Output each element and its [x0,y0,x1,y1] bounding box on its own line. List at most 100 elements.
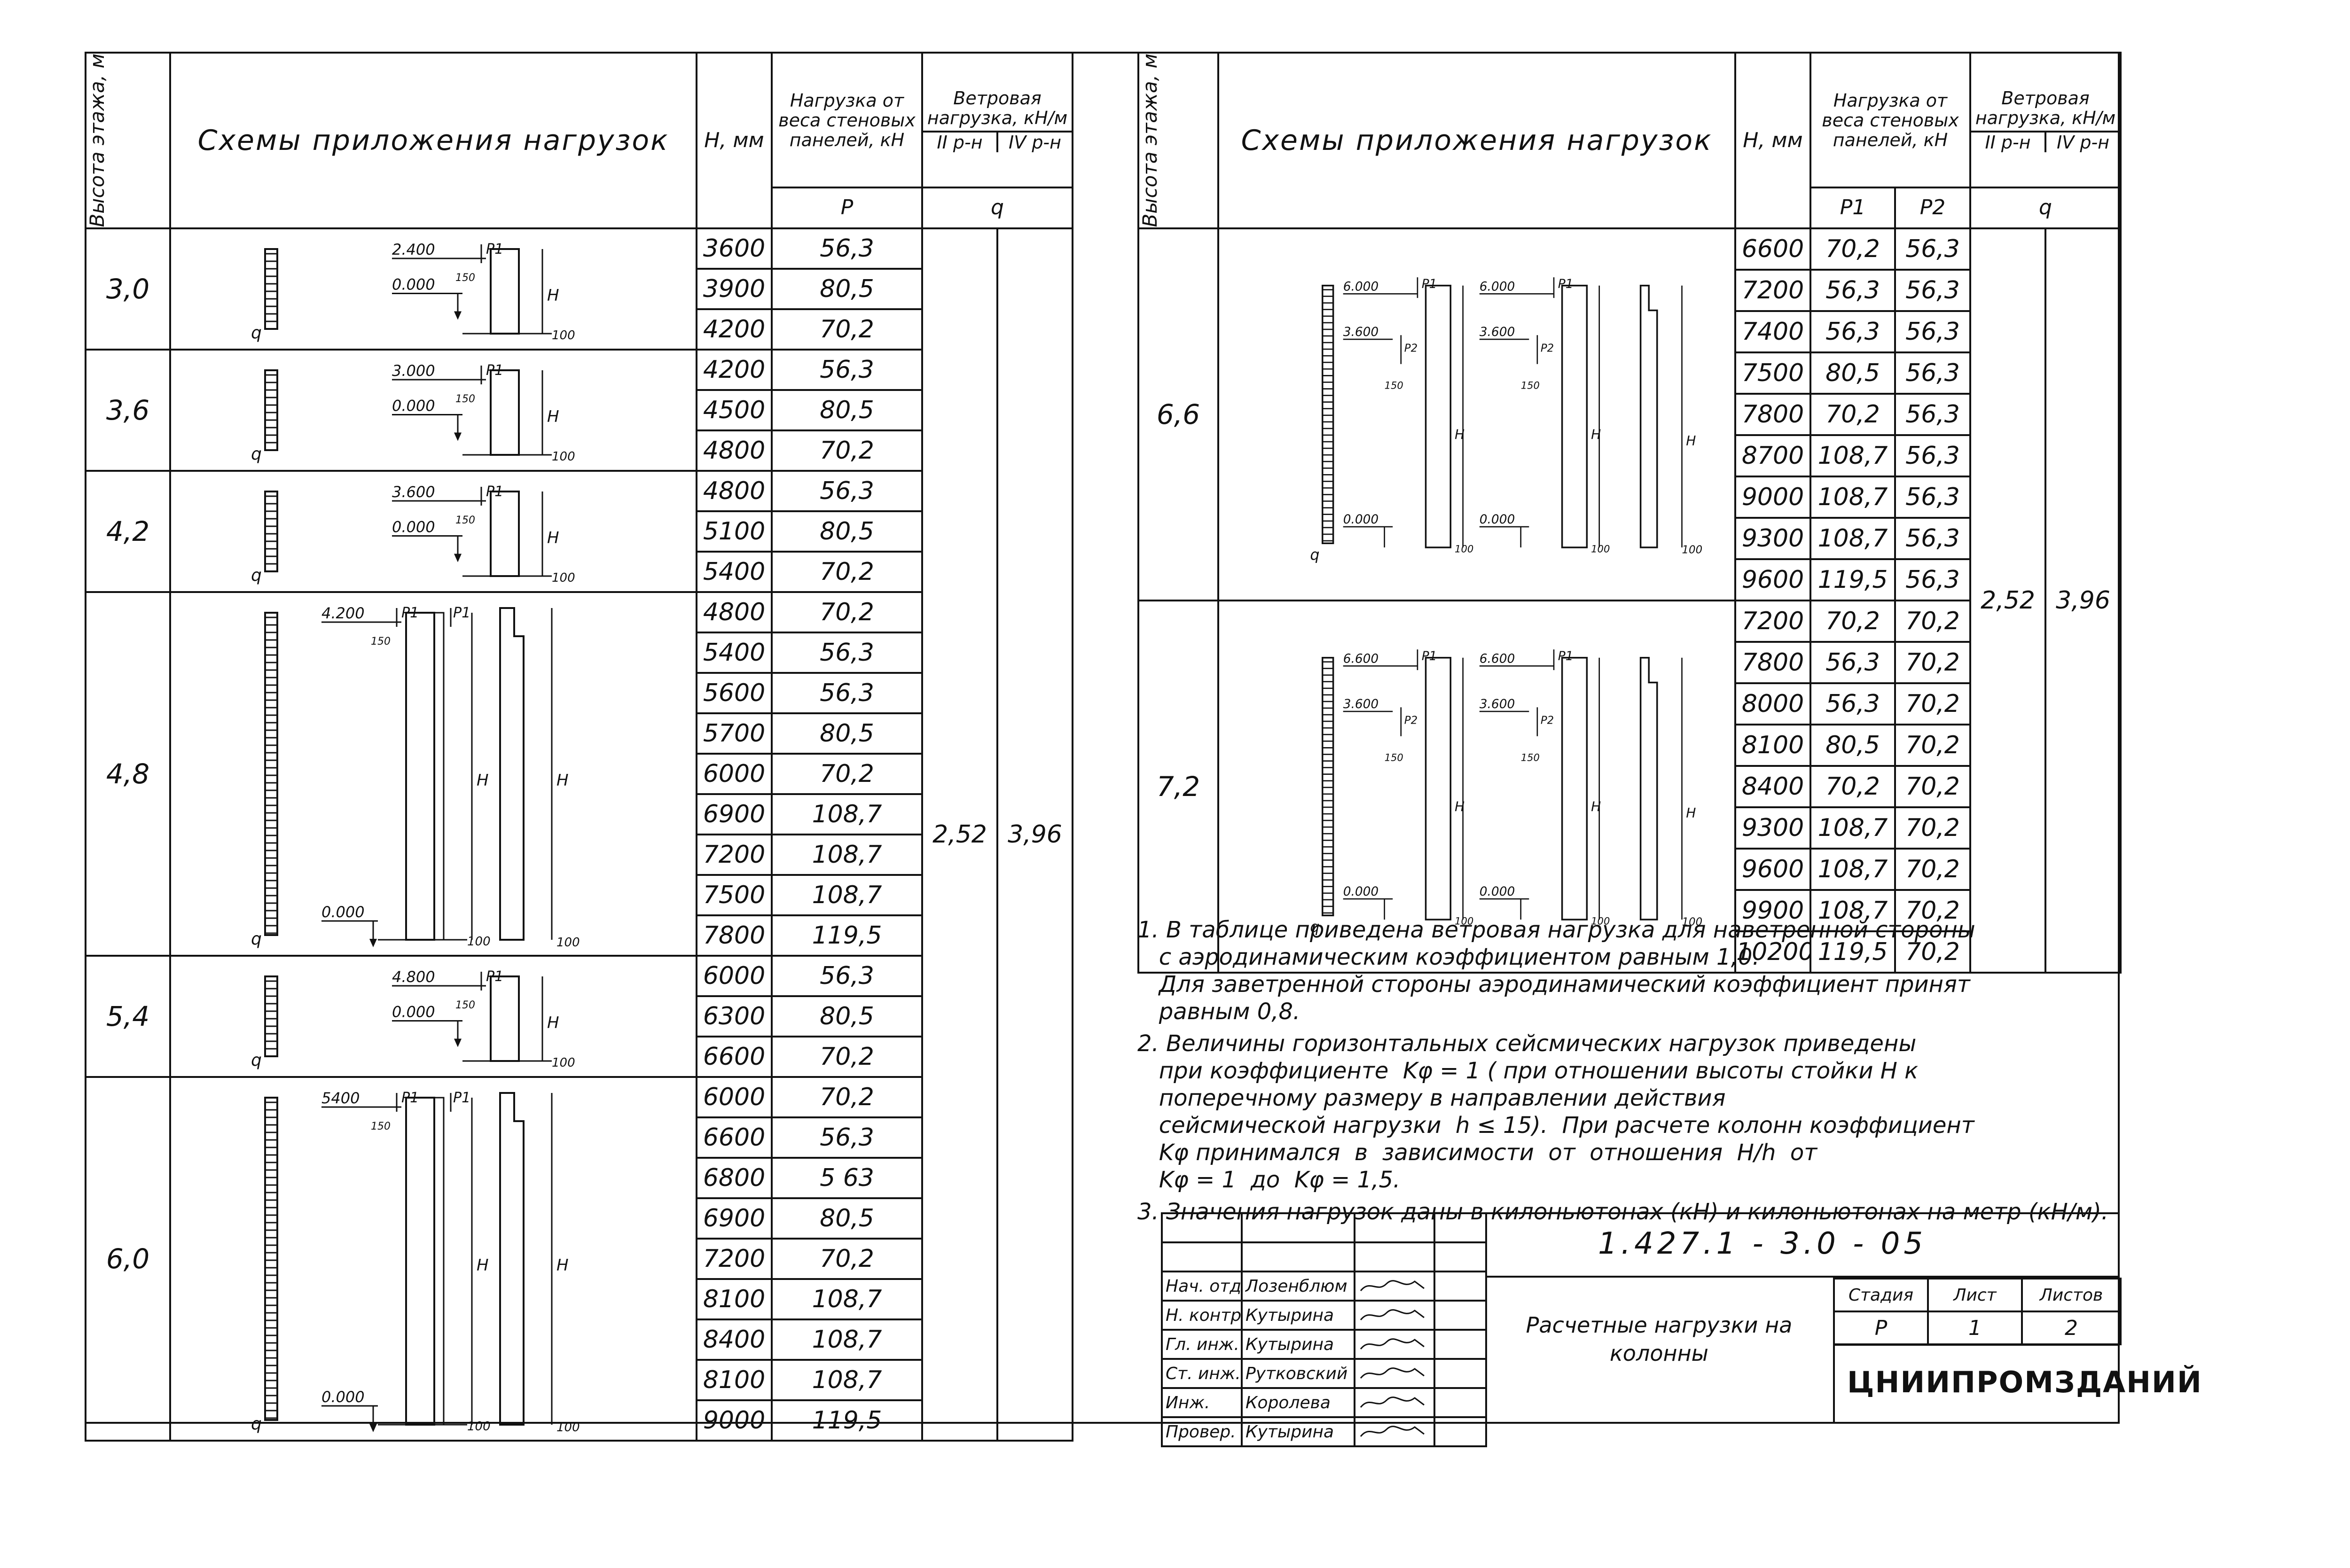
p-value: 70,2 [771,429,923,472]
b-elevation-mark-mid: 3.600 [1480,325,1515,339]
b-column-outline [1561,284,1588,548]
column-outline [405,1096,435,1426]
floor-height-header: Высота этажа, м [85,52,171,229]
signature-name: Кутырина [1241,1300,1355,1331]
p-value: 70,2 [771,1237,923,1280]
stage-label: Стадия [1833,1278,1929,1312]
sheet-value: 1 [1927,1311,2023,1345]
h-value: 9300 [1734,516,1811,560]
floor-height-cell: 7,2 [1137,599,1219,974]
b-p1-label: P1 [1558,649,1574,663]
elevation-mark-top: 5400 [321,1089,360,1107]
column-outline [490,490,520,577]
h-value: 6900 [696,793,773,835]
h-value: 7200 [696,1237,773,1280]
h-value: 6300 [696,995,773,1038]
p2-value: 56,3 [1894,558,1972,601]
h-dimension-label: H [1455,799,1465,814]
floor-height-header: Высота этажа, м [1137,52,1219,229]
p2-value: 70,2 [1894,599,1972,643]
elevation-mark-bottom: 0.000 [1343,885,1379,899]
q-label: q [251,1414,262,1434]
left-load-table: Высота этажа, м Схемы приложения нагрузо… [85,51,1074,1442]
dim-100-3: 100 [1682,916,1703,928]
signature-name: Рутковский [1241,1358,1355,1389]
p-value: 119,5 [771,1399,923,1442]
p-value: 108,7 [771,1278,923,1320]
dim-150: 150 [371,636,391,647]
column-outline-3 [1639,284,1658,548]
column-outline [490,248,520,335]
scheme-drawing: q6.6003.6000.000P1P2150H1006.6003.6000.0… [1310,649,1703,936]
b-elevation-mark-bottom: 0.000 [1480,513,1515,527]
handwritten-signature [1360,1280,1425,1291]
q-header: q [1969,187,2122,229]
dim-100: 100 [467,935,491,949]
p-value: 119,5 [771,914,923,957]
notes: 1. В таблице приведена ветровая нагрузка… [1137,916,2115,1230]
wall-panel-strip [1322,284,1334,544]
note-2: 2. Величины горизонтальных сейсмических … [1137,1030,1974,1193]
p1-value: 70,2 [1810,227,1896,271]
h-dimension-label-3: H [1686,433,1696,448]
dim-100: 100 [1455,915,1473,927]
signature-mark [1354,1358,1435,1389]
h-value: 9000 [1734,475,1811,519]
p2-value: 70,2 [1894,764,1972,808]
h-dimension-label-2: H [556,1256,569,1275]
p-value: 56,3 [771,671,923,714]
p-value: 56,3 [771,1116,923,1159]
schemes-header: Схемы приложения нагрузок [169,52,697,229]
p1-value: 119,5 [1810,558,1896,601]
column-outline [1425,656,1452,921]
title-block-divider-v2 [1833,1276,1835,1424]
p1-value: 119,5 [1810,930,1896,974]
p2-header: P2 [1894,187,1972,229]
h-value: 4200 [696,308,773,351]
p2-value: 70,2 [1894,847,1972,891]
signature-role: Гл. инж. пр. [1161,1329,1243,1360]
p-value: 70,2 [771,1076,923,1118]
schemes-header: Схемы приложения нагрузок [1217,52,1736,229]
dim-100: 100 [552,1056,575,1070]
h-value: 5700 [696,712,773,755]
note-3: 3. Значения нагрузок даны в килоньютонах… [1137,1199,2109,1225]
sheets-value: 2 [2021,1311,2122,1345]
h-value: 6000 [696,954,773,997]
h-value: 8100 [696,1358,773,1401]
floor-height-cell: 4,8 [85,591,171,957]
p-value: 56,3 [771,348,923,391]
p1-value: 108,7 [1810,889,1896,932]
h-value: 7800 [696,914,773,957]
p-value: 70,2 [771,308,923,351]
signature-name: Кутырина [1241,1329,1355,1360]
p2-value: 56,3 [1894,475,1972,519]
h-dimension-label: H [547,286,559,305]
signature-row: Гл. инж. пр.Кутырина [1161,1329,1487,1360]
panel-load-header: Нагрузка от веса стеновых панелей, кН [771,51,923,189]
dim-100-2: 100 [556,1420,580,1435]
p2-value: 56,3 [1894,268,1972,312]
signature-mark [1354,1329,1435,1360]
h-value: 6000 [696,1076,773,1118]
